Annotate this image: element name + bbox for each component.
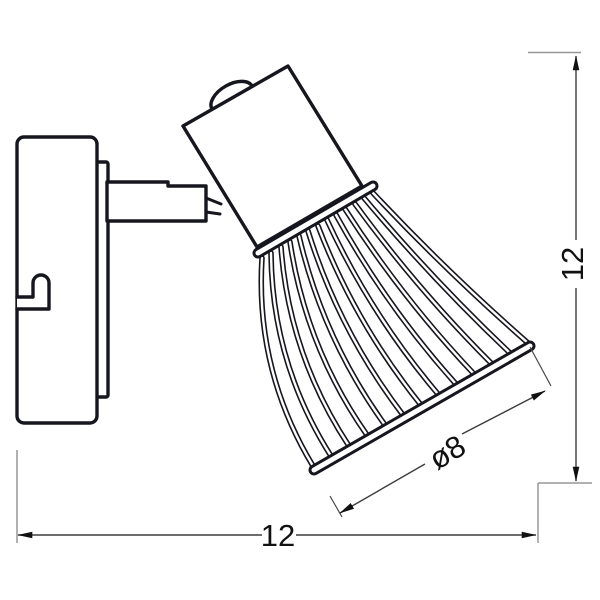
shade-diameter-label: ø8 — [423, 428, 472, 477]
keyhole-slot — [15, 273, 51, 311]
height-dimension: 12 — [555, 55, 590, 482]
lamp-head — [181, 64, 364, 249]
diameter-extension-upper — [529, 346, 552, 387]
mounting-arm — [105, 180, 208, 223]
width-dimension-label: 12 — [261, 518, 295, 553]
pivot-pin — [204, 196, 223, 216]
adjustment-knob — [209, 79, 254, 111]
wall-plate — [15, 135, 99, 425]
diameter-extension-lower — [329, 495, 343, 518]
height-dimension-label: 12 — [555, 247, 590, 281]
shade-rim — [308, 340, 536, 476]
shade-neck — [252, 180, 379, 259]
width-dimension: 12 — [17, 518, 537, 553]
